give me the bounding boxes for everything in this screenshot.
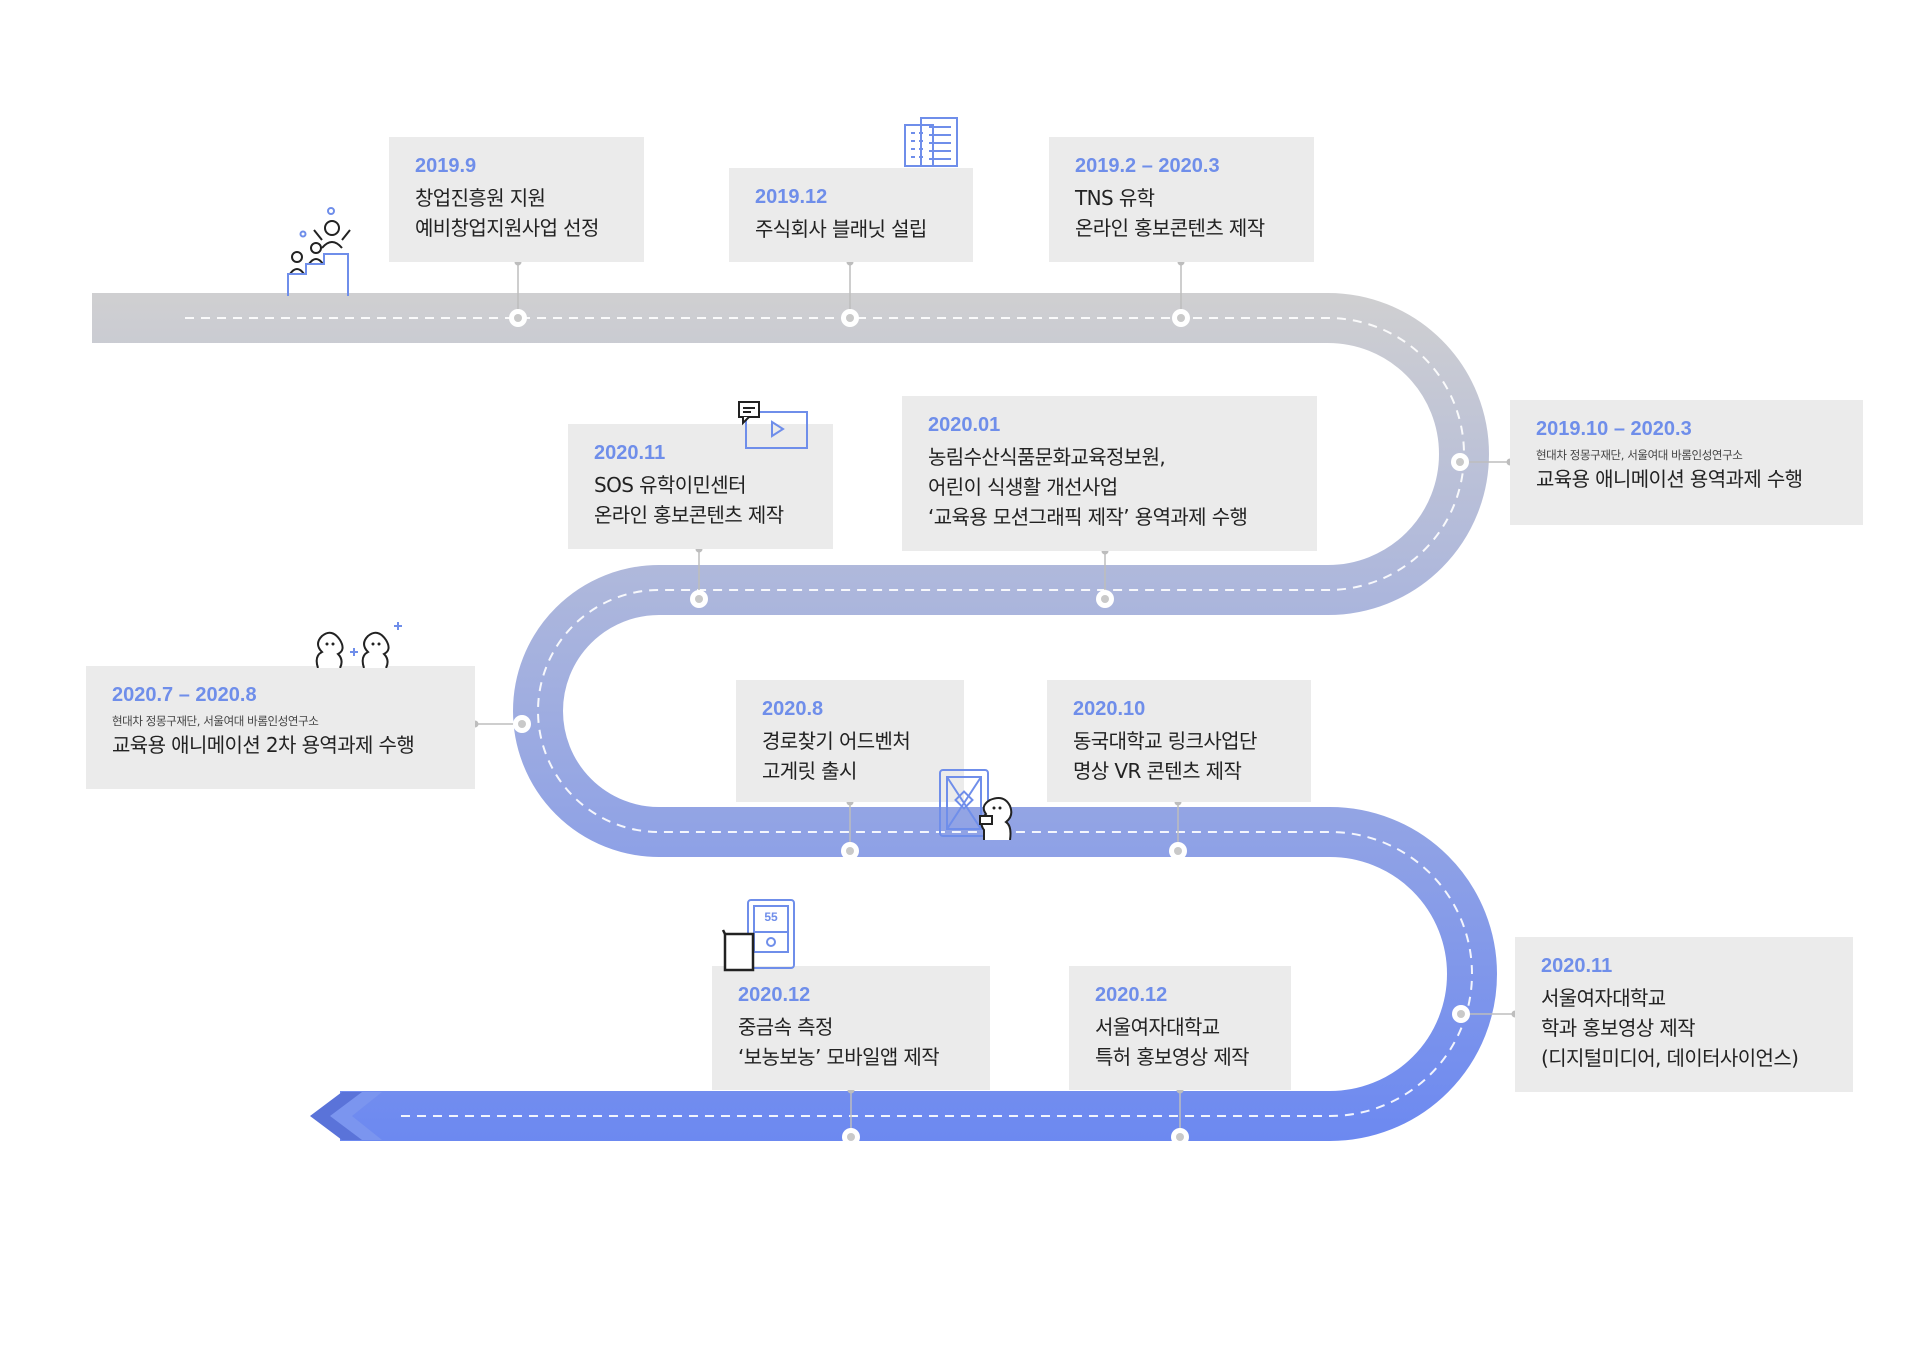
milestone-text: 농림수산식품문화교육정보원,	[928, 445, 1166, 469]
milestone-node-center	[1457, 1010, 1465, 1018]
device-beaker-icon: 55	[721, 899, 795, 972]
milestone-card: 2020.11 SOS 유학이민센터 온라인 홍보콘텐츠 제작	[568, 424, 833, 549]
milestone-card: 2020.11 서울여자대학교 학과 홍보영상 제작 (디지털미디어, 데이터사…	[1515, 937, 1853, 1092]
milestone-date: 2019.9	[415, 155, 477, 177]
milestone-date: 2020.10	[1073, 698, 1146, 720]
milestone-date: 2020.7 – 2020.8	[112, 684, 257, 706]
milestone-subtext: 현대차 정몽구재단, 서울여대 바롬인성연구소	[1536, 448, 1743, 462]
milestone-connectors	[471, 258, 1519, 1137]
milestone-node-center	[846, 847, 854, 855]
milestone-date: 2019.12	[755, 186, 828, 208]
milestone-text: SOS 유학이민센터	[594, 473, 746, 497]
milestone-date: 2019.2 – 2020.3	[1075, 155, 1220, 177]
milestone-date: 2020.12	[1095, 984, 1168, 1006]
milestone-date: 2020.11	[1541, 955, 1613, 977]
milestone-node-center	[1176, 1133, 1184, 1141]
road-end-arrow	[310, 1092, 382, 1140]
milestone-card: 2020.12 서울여자대학교 특허 홍보영상 제작	[1069, 966, 1291, 1090]
milestone-node-center	[846, 314, 854, 322]
milestone-text: ‘교육용 모션그래픽 제작’ 용역과제 수행	[928, 505, 1248, 529]
milestone-text: 서울여자대학교	[1095, 1015, 1220, 1039]
milestone-date: 2020.12	[738, 984, 811, 1006]
milestone-card: 2020.10 동국대학교 링크사업단 명상 VR 콘텐츠 제작	[1047, 680, 1311, 802]
milestone-text: 주식회사 블래닛 설립	[755, 217, 927, 241]
milestone-node-center	[1174, 847, 1182, 855]
milestone-node-center	[1177, 314, 1185, 322]
friends-plus-icon	[315, 622, 402, 668]
milestone-text: 어린이 식생활 개선사업	[928, 475, 1118, 499]
milestone-text: 창업진흥원 지원	[415, 186, 546, 210]
milestone-date: 2020.11	[594, 442, 666, 464]
milestone-card: 2020.8 경로찾기 어드벤처 고게릿 출시	[736, 680, 964, 802]
milestone-text: ‘보농보농’ 모바일앱 제작	[738, 1045, 940, 1069]
milestone-text: TNS 유학	[1075, 186, 1155, 210]
milestone-card: 2019.2 – 2020.3 TNS 유학 온라인 홍보콘텐츠 제작	[1049, 137, 1314, 262]
milestone-text: 동국대학교 링크사업단	[1073, 729, 1257, 753]
milestone-text: 온라인 홍보콘텐츠 제작	[1075, 216, 1265, 240]
milestone-node-center	[514, 314, 522, 322]
device-number: 55	[764, 910, 778, 924]
milestone-date: 2020.8	[762, 698, 824, 720]
milestone-nodes	[509, 309, 1470, 1146]
milestone-text: 중금속 측정	[738, 1015, 833, 1039]
milestone-card: 2020.01 농림수산식품문화교육정보원, 어린이 식생활 개선사업 ‘교육용…	[902, 396, 1317, 551]
milestone-text: 교육용 애니메이션 2차 용역과제 수행	[112, 733, 415, 757]
milestone-text: (디지털미디어, 데이터사이언스)	[1541, 1046, 1799, 1070]
podium-people-icon	[287, 207, 351, 296]
milestone-date: 2020.01	[928, 414, 1001, 436]
milestone-card: 2020.7 – 2020.8 현대차 정몽구재단, 서울여대 바롬인성연구소 …	[86, 666, 475, 789]
milestone-text: 고게릿 출시	[762, 759, 857, 783]
milestone-node-center	[1101, 595, 1109, 603]
milestone-card: 2019.9 창업진흥원 지원 예비창업지원사업 선정	[389, 137, 644, 262]
milestone-text: 명상 VR 콘텐츠 제작	[1073, 759, 1242, 783]
milestone-card: 2019.12 주식회사 블래닛 설립	[729, 168, 973, 262]
milestone-text: 특허 홍보영상 제작	[1095, 1045, 1250, 1069]
milestone-node-center	[518, 720, 526, 728]
video-chat-icon	[738, 401, 808, 449]
road-center-dashes	[185, 317, 1473, 1117]
milestone-card: 2020.12 중금속 측정 ‘보농보농’ 모바일앱 제작	[712, 966, 990, 1090]
milestone-node-center	[1456, 458, 1464, 466]
milestone-subtext: 현대차 정몽구재단, 서울여대 바롬인성연구소	[112, 714, 319, 728]
building-icon	[904, 117, 958, 167]
milestone-node-center	[847, 1133, 855, 1141]
milestone-date: 2019.10 – 2020.3	[1536, 418, 1692, 440]
milestone-node-center	[695, 595, 703, 603]
milestone-text: 경로찾기 어드벤처	[762, 729, 911, 753]
milestone-text: 학과 홍보영상 제작	[1541, 1016, 1696, 1040]
milestone-text: 예비창업지원사업 선정	[415, 216, 599, 240]
milestone-text: 서울여자대학교	[1541, 986, 1666, 1010]
milestone-card: 2019.10 – 2020.3 현대차 정몽구재단, 서울여대 바롬인성연구소…	[1510, 400, 1863, 525]
milestone-text: 교육용 애니메이션 용역과제 수행	[1536, 467, 1803, 491]
map-character-icon	[939, 769, 1013, 840]
milestone-text: 온라인 홍보콘텐츠 제작	[594, 503, 784, 527]
